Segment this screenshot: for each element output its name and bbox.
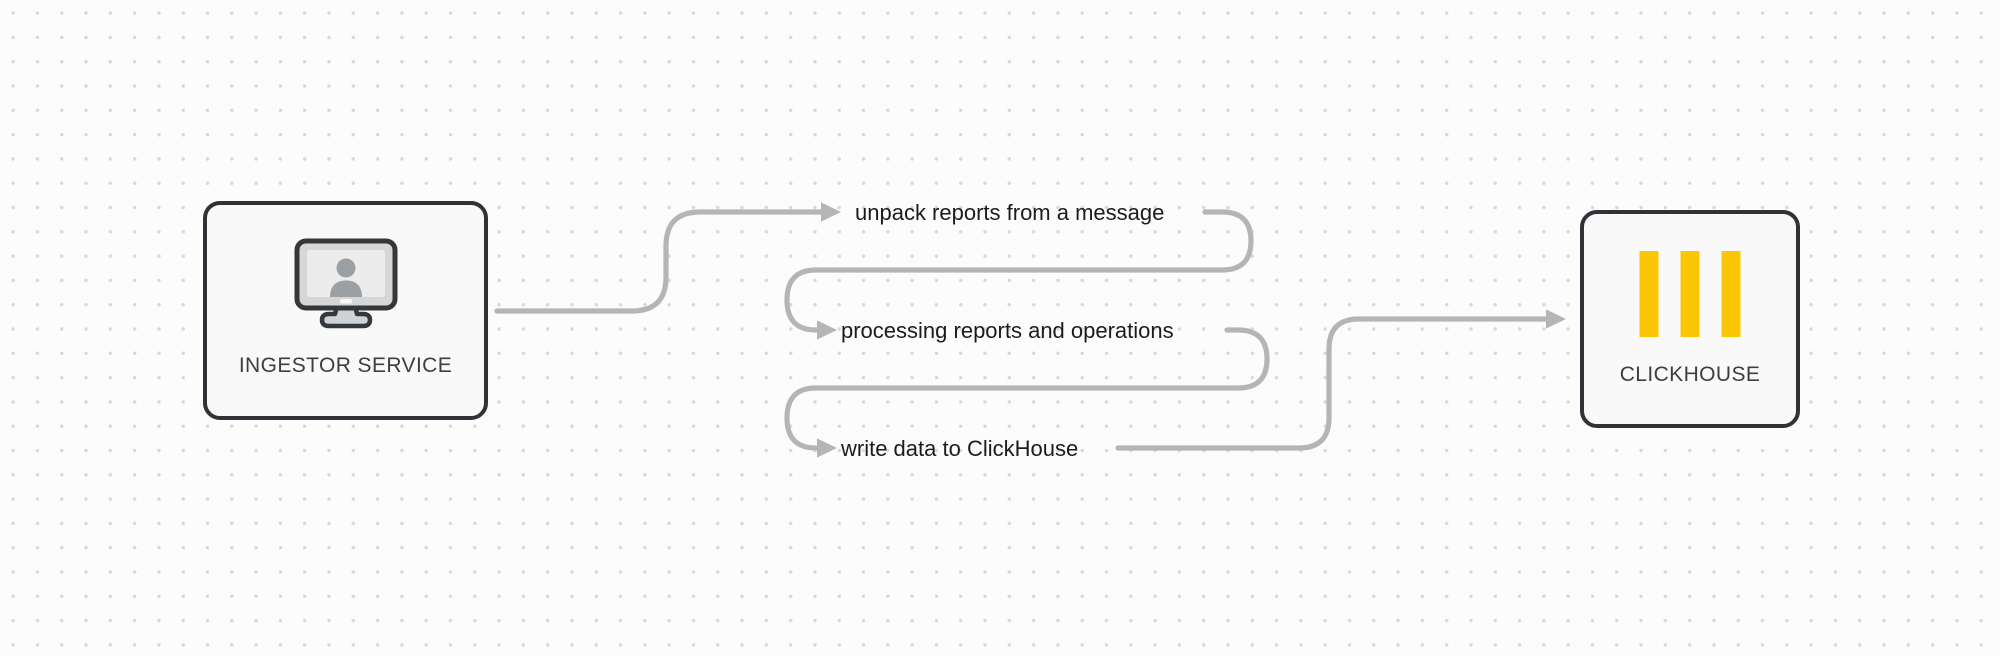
node-ingestor-service[interactable]: INGESTOR SERVICE [203,201,488,420]
step-label-unpack-reports: unpack reports from a message [855,200,1165,225]
clickhouse-bar [1639,251,1659,337]
clickhouse-bar [1721,251,1741,337]
node-clickhouse[interactable]: CLICKHOUSE [1580,210,1800,428]
ingestor-service-label: INGESTOR SERVICE [238,354,453,377]
arrow-step3-to-clickhouse [1115,309,1566,451]
arrow-ingestor-to-step1 [494,202,841,314]
step-label-processing-reports: processing reports and operations [841,318,1174,343]
arrow-step1-to-step2 [784,209,1254,340]
monitor-user-icon [294,238,397,329]
clickhouse-label: CLICKHOUSE [1619,363,1761,386]
arrow-step2-to-step3 [784,327,1270,458]
step-label-write-data: write data to ClickHouse [841,436,1079,461]
clickhouse-bars-icon [1639,251,1741,337]
clickhouse-bar [1680,251,1700,337]
